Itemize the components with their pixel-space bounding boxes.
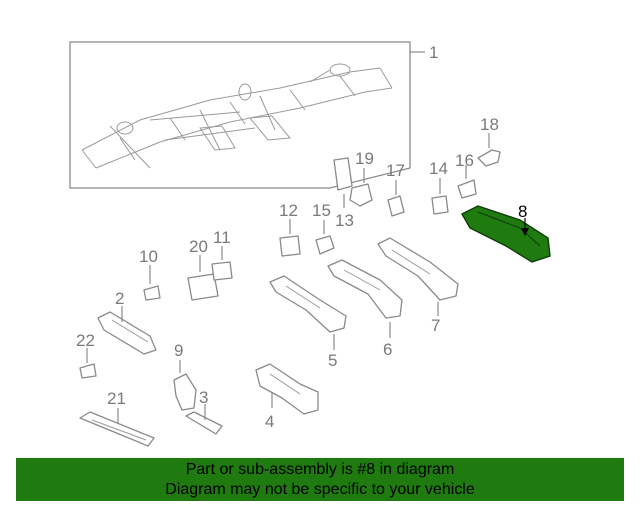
part-21[interactable]: 21: [79, 389, 155, 447]
banner-line-1: Part or sub-assembly is #8 in diagram: [185, 460, 455, 478]
part-15[interactable]: 15: [312, 201, 335, 255]
frame-assembly[interactable]: 1: [69, 41, 438, 189]
callout-7[interactable]: 7: [431, 316, 440, 335]
part-4[interactable]: 4: [255, 363, 319, 431]
part-5[interactable]: 5: [269, 275, 347, 370]
banner-line-2: Diagram may not be specific to your vehi…: [165, 480, 475, 498]
callout-8[interactable]: 8: [518, 202, 527, 221]
part-9[interactable]: 9: [173, 341, 197, 411]
part-16[interactable]: 16: [455, 151, 477, 199]
callout-22[interactable]: 22: [76, 331, 95, 350]
callout-2[interactable]: 2: [115, 289, 124, 308]
callout-3[interactable]: 3: [199, 388, 208, 407]
callout-11[interactable]: 11: [213, 228, 231, 247]
part-18[interactable]: 18: [477, 115, 501, 167]
part-12[interactable]: 12: [279, 201, 301, 257]
callout-6[interactable]: 6: [383, 340, 392, 359]
part-2[interactable]: 2: [97, 289, 157, 355]
part-info-banner: Part or sub-assembly is #8 in diagram Di…: [16, 458, 624, 501]
callout-10[interactable]: 10: [139, 247, 158, 266]
part-7[interactable]: 7: [377, 237, 459, 335]
callout-14[interactable]: 14: [429, 159, 448, 178]
callout-4[interactable]: 4: [265, 412, 274, 431]
callout-20[interactable]: 20: [189, 237, 208, 256]
callout-16[interactable]: 16: [455, 151, 474, 170]
callout-5[interactable]: 5: [328, 351, 337, 370]
part-19[interactable]: 19: [349, 149, 374, 207]
callout-9[interactable]: 9: [174, 341, 183, 360]
part-20[interactable]: 20: [187, 237, 219, 301]
callout-21[interactable]: 21: [107, 389, 126, 408]
callout-13[interactable]: 13: [335, 211, 354, 230]
part-14[interactable]: 14: [429, 159, 449, 215]
callout-19[interactable]: 19: [355, 149, 374, 168]
part-13[interactable]: 13: [333, 157, 354, 230]
callout-1[interactable]: 1: [429, 43, 438, 62]
callout-17[interactable]: 17: [386, 161, 405, 180]
part-8-highlighted[interactable]: 8: [461, 202, 551, 263]
part-6[interactable]: 6: [327, 259, 403, 359]
callout-12[interactable]: 12: [279, 201, 298, 220]
callout-18[interactable]: 18: [480, 115, 499, 134]
callout-15[interactable]: 15: [312, 201, 331, 220]
part-11[interactable]: 11: [211, 228, 233, 281]
part-3[interactable]: 3: [185, 388, 223, 435]
part-17[interactable]: 17: [386, 161, 405, 217]
part-22[interactable]: 22: [76, 331, 97, 379]
part-10[interactable]: 10: [139, 247, 161, 301]
part-8-shape[interactable]: [461, 205, 551, 263]
